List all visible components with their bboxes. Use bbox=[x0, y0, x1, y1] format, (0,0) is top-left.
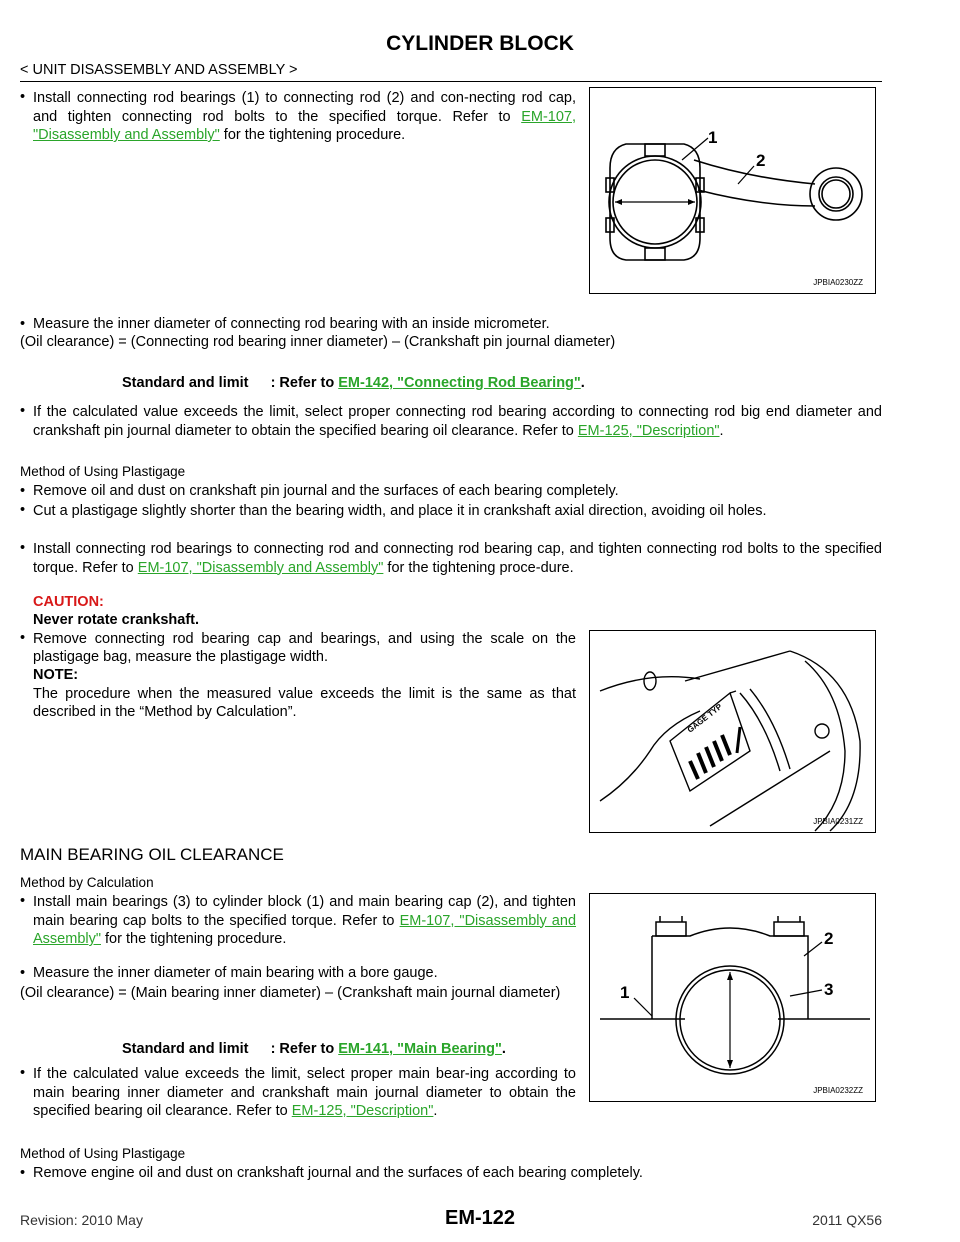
bullet-remove-oil: • Remove oil and dust on crankshaft pin … bbox=[20, 483, 882, 500]
bullet-text: Measure the inner diameter of connecting… bbox=[33, 316, 550, 332]
bullet-remove-cap: • Remove connecting rod bearing cap and … bbox=[20, 630, 576, 666]
heading-method-calculation: Method by Calculation bbox=[20, 875, 154, 890]
bullet-text: If the calculated value exceeds the limi… bbox=[33, 1066, 576, 1119]
bullet-remove-engine-oil: • Remove engine oil and dust on cranksha… bbox=[20, 1165, 882, 1182]
main-bearing-illustration: 1 2 3 bbox=[600, 916, 870, 1075]
bullet-dot: • bbox=[20, 540, 26, 556]
link-em142-rod-bearing[interactable]: EM-142, "Connecting Rod Bearing" bbox=[338, 375, 581, 391]
standard-label: Standard and limit bbox=[122, 375, 249, 391]
bullet-text: for the tightening procedure. bbox=[219, 127, 406, 143]
page-title: CYLINDER BLOCK bbox=[386, 32, 574, 55]
note-text: The procedure when the measured value ex… bbox=[33, 686, 576, 720]
standard-refer: : Refer to bbox=[270, 375, 339, 391]
caution-text: Never rotate crankshaft. bbox=[33, 612, 200, 628]
bullet-dot: • bbox=[20, 893, 26, 909]
bullet-install-rod-bearings: • Install connecting rod bearings (1) to… bbox=[20, 89, 576, 145]
standard-label: Standard and limit bbox=[122, 1041, 249, 1057]
formula-main-clearance: (Oil clearance) = (Main bearing inner di… bbox=[20, 985, 561, 1001]
bullet-text: Cut a plastigage slightly shorter than t… bbox=[33, 503, 767, 519]
callout-2: 2 bbox=[756, 151, 765, 170]
link-em141-main-bearing[interactable]: EM-141, "Main Bearing" bbox=[338, 1041, 502, 1057]
bullet-cut-plastigage: • Cut a plastigage slightly shorter than… bbox=[20, 502, 882, 521]
figure-connecting-rod: 1 2 JPBIA0230ZZ bbox=[589, 87, 876, 294]
bullet-text: Install connecting rod bearings (1) to c… bbox=[33, 90, 576, 125]
bullet-dot: • bbox=[20, 1065, 26, 1081]
vehicle-model: 2011 QX56 bbox=[812, 1212, 882, 1228]
revision-date: Revision: 2010 May bbox=[20, 1212, 143, 1228]
bullet-text: for the tightening procedure. bbox=[101, 931, 287, 947]
bullet-dot: • bbox=[20, 483, 26, 499]
figure-code: JPBIA0230ZZ bbox=[813, 278, 863, 287]
section-subtitle: < UNIT DISASSEMBLY AND ASSEMBLY > bbox=[20, 62, 298, 78]
bullet-text: Remove oil and dust on crankshaft pin jo… bbox=[33, 483, 619, 499]
bullet-dot: • bbox=[20, 630, 26, 646]
header-rule bbox=[20, 81, 882, 82]
standard-period: . bbox=[580, 375, 585, 391]
caution-label: CAUTION: bbox=[33, 594, 104, 610]
standard-period: . bbox=[501, 1041, 506, 1057]
bullet-install-main-bearings: • Install main bearings (3) to cylinder … bbox=[20, 893, 576, 949]
bullet-text: Remove engine oil and dust on crankshaft… bbox=[33, 1165, 643, 1181]
heading-plastigage-main: Method of Using Plastigage bbox=[20, 1146, 186, 1161]
bullet-text: Remove connecting rod bearing cap and be… bbox=[33, 631, 576, 665]
plastigage-scale-marks bbox=[688, 734, 732, 780]
bullet-text: . bbox=[719, 422, 724, 439]
heading-main-bearing-clearance: MAIN BEARING OIL CLEARANCE bbox=[20, 845, 284, 864]
formula-rod-clearance: (Oil clearance) = (Connecting rod bearin… bbox=[20, 334, 616, 350]
bullet-text: for the tightening proce-dure. bbox=[383, 559, 574, 576]
bullet-install-bearings-cap: • Install connecting rod bearings to con… bbox=[20, 540, 882, 577]
figure-code: JPBIA0232ZZ bbox=[813, 1086, 863, 1095]
link-em107-disassembly[interactable]: EM-107, "Disassembly and Assembly" bbox=[137, 559, 384, 576]
bullet-dot: • bbox=[20, 502, 26, 518]
figure-plastigage: GAGE TYP JPBIA0231ZZ bbox=[589, 630, 876, 833]
connecting-rod-illustration: 1 2 bbox=[605, 128, 863, 261]
bullet-measure-main-bearing: • Measure the inner diameter of main bea… bbox=[20, 965, 576, 982]
standard-limit-main: Standard and limit : Refer to EM-141, "M… bbox=[122, 1041, 506, 1058]
note-label: NOTE: bbox=[33, 667, 79, 683]
bullet-text: Measure the inner diameter of main beari… bbox=[33, 965, 438, 981]
bullet-dot: • bbox=[20, 316, 26, 332]
figure-main-bearing: 1 2 3 JPBIA0232ZZ bbox=[589, 893, 876, 1102]
callout-1: 1 bbox=[620, 983, 629, 1002]
bullet-measure-rod-bearing: • Measure the inner diameter of connecti… bbox=[20, 316, 882, 333]
standard-refer: : Refer to bbox=[270, 1041, 339, 1057]
bullet-dot: • bbox=[20, 965, 26, 981]
link-em107-disassembly[interactable]: EM-107, "Disassembly and Assembly" bbox=[33, 108, 576, 144]
link-em125-description[interactable]: EM-125, "Description" bbox=[577, 422, 720, 439]
page-number: EM-122 bbox=[444, 1207, 516, 1229]
link-em107-disassembly[interactable]: EM-107, "Disassembly and Assembly" bbox=[33, 912, 577, 948]
bullet-text: Install main bearings (3) to cylinder bl… bbox=[33, 894, 576, 929]
figure-code: JPBIA0231ZZ bbox=[813, 817, 863, 826]
bullet-text: If the calculated value exceeds the limi… bbox=[33, 404, 882, 439]
callout-1: 1 bbox=[708, 128, 717, 147]
bullet-select-main-bearing: • If the calculated value exceeds the li… bbox=[20, 1065, 576, 1121]
bullet-text: Install connecting rod bearings to conne… bbox=[33, 541, 882, 576]
bullet-dot: • bbox=[20, 1165, 26, 1181]
bullet-dot: • bbox=[20, 403, 26, 419]
heading-plastigage-rod: Method of Using Plastigage bbox=[20, 464, 186, 479]
callout-3: 3 bbox=[824, 980, 833, 999]
bullet-dot: • bbox=[20, 89, 26, 105]
bullet-text: . bbox=[433, 1103, 438, 1119]
standard-limit-rod: Standard and limit : Refer to EM-142, "C… bbox=[122, 375, 585, 392]
plastigage-illustration: GAGE TYP bbox=[599, 650, 861, 832]
bullet-select-rod-bearing: • If the calculated value exceeds the li… bbox=[20, 403, 882, 440]
link-em125-description[interactable]: EM-125, "Description" bbox=[291, 1103, 434, 1119]
callout-2: 2 bbox=[824, 929, 833, 948]
